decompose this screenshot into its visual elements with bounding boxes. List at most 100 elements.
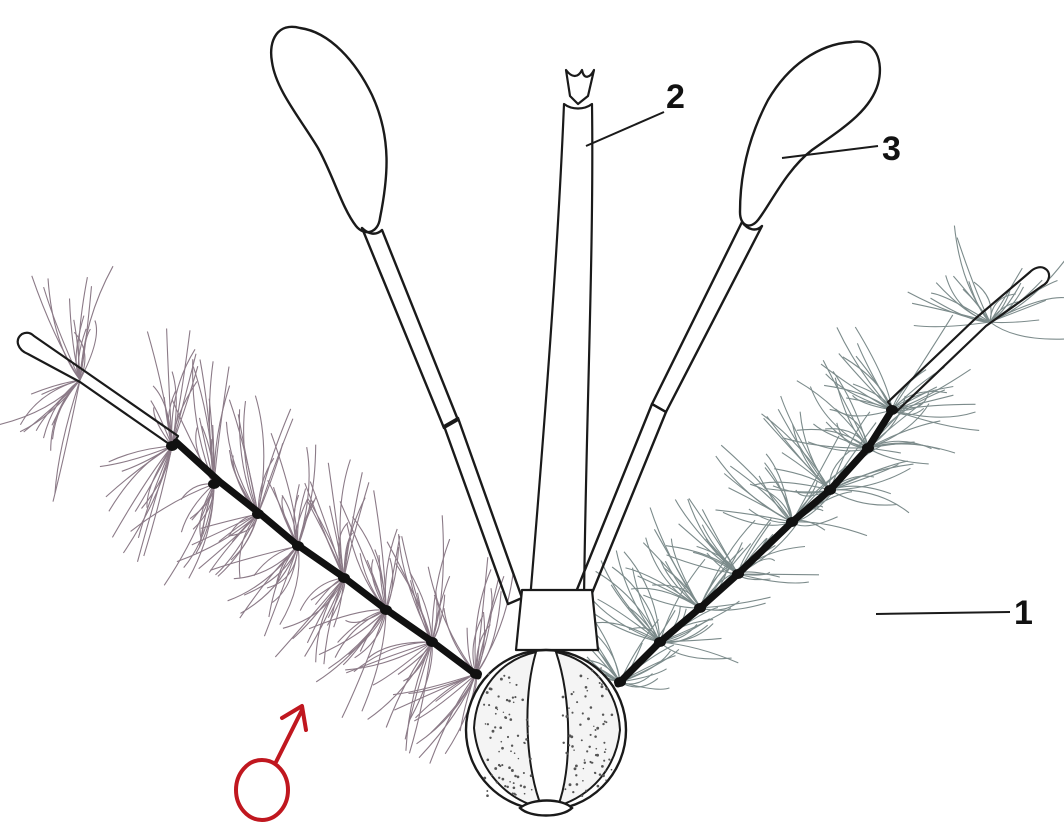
- antenna-node: [862, 443, 874, 453]
- eye-facet: [585, 686, 588, 689]
- eye-facet: [582, 712, 584, 714]
- antenna-node: [614, 677, 626, 687]
- eye-facet: [498, 751, 500, 753]
- antenna-node: [292, 541, 304, 551]
- eye-facet: [513, 702, 515, 704]
- eye-facet: [611, 714, 614, 717]
- eye-facet: [506, 786, 508, 788]
- eye-facet: [508, 766, 511, 769]
- eye-facet: [504, 716, 507, 719]
- eye-facet: [597, 676, 599, 678]
- eye-facet: [507, 736, 509, 738]
- head-neck: [520, 801, 572, 816]
- label-2: 2: [666, 78, 685, 116]
- eye-facet: [601, 695, 604, 698]
- eye-facet: [569, 783, 572, 786]
- eye-facet: [582, 780, 584, 782]
- eye-facet: [489, 737, 491, 739]
- eye-facet: [514, 696, 516, 698]
- eye-facet: [508, 714, 510, 716]
- eye-facet: [602, 723, 604, 725]
- eye-facet: [501, 764, 503, 766]
- eye-facet: [500, 741, 502, 743]
- eye-facet: [501, 747, 504, 750]
- eye-facet: [508, 700, 511, 703]
- antenna-node: [786, 517, 798, 527]
- eye-facet: [595, 729, 597, 731]
- eye-facet: [587, 678, 588, 679]
- eye-facet: [601, 683, 603, 685]
- eye-facet: [568, 734, 571, 737]
- eye-facet: [513, 793, 515, 795]
- eye-facet: [483, 777, 486, 780]
- eye-facet: [483, 704, 485, 706]
- eye-facet: [572, 791, 574, 793]
- eye-facet: [581, 739, 583, 741]
- eye-facet: [486, 794, 489, 797]
- eye-facet: [594, 735, 597, 738]
- eye-facet: [498, 777, 500, 779]
- eye-facet: [502, 778, 505, 781]
- eye-facet: [571, 693, 573, 695]
- eye-facet: [596, 754, 599, 757]
- antenna-node: [732, 569, 744, 579]
- eye-facet: [611, 769, 613, 771]
- eye-facet: [521, 699, 524, 702]
- eye-facet: [562, 714, 564, 716]
- eye-facet: [520, 784, 522, 786]
- eye-facet: [585, 790, 587, 792]
- antenna-node: [166, 441, 178, 451]
- eye-facet: [603, 760, 605, 762]
- eye-facet: [576, 783, 579, 786]
- eye-facet: [589, 761, 591, 763]
- eye-facet: [523, 786, 526, 789]
- eye-facet: [495, 713, 497, 715]
- eye-facet: [608, 758, 610, 760]
- eye-facet: [511, 769, 514, 772]
- eye-facet: [605, 779, 607, 781]
- antenna-node: [824, 485, 836, 495]
- eye-facet: [593, 726, 594, 727]
- eye-facet: [503, 675, 505, 677]
- eye-facet: [590, 706, 593, 709]
- antenna-node: [252, 509, 264, 519]
- eye-facet: [523, 772, 525, 774]
- eye-facet: [581, 795, 583, 797]
- eye-facet: [600, 685, 603, 688]
- eye-facet: [511, 744, 513, 746]
- label-3: 3: [882, 130, 901, 168]
- antenna-node: [208, 479, 220, 489]
- eye-facet: [564, 788, 566, 790]
- eye-facet: [488, 704, 490, 706]
- eye-facet: [503, 712, 504, 713]
- eye-facet: [485, 723, 487, 725]
- antenna-node: [338, 573, 350, 583]
- antenna-node: [380, 605, 392, 615]
- eye-facet: [590, 734, 592, 736]
- eye-facet: [523, 742, 525, 744]
- antenna-node: [654, 637, 666, 647]
- proboscis-base: [516, 590, 598, 650]
- eye-facet: [597, 785, 600, 788]
- eye-facet: [527, 725, 529, 727]
- eye-facet: [527, 733, 529, 735]
- eye-facet: [487, 759, 490, 762]
- eye-facet: [588, 746, 590, 748]
- eye-facet: [596, 727, 599, 730]
- eye-facet: [602, 713, 604, 715]
- eye-facet: [576, 701, 578, 703]
- eye-facet: [586, 750, 588, 752]
- eye-facet: [504, 785, 506, 787]
- antenna-node: [886, 405, 898, 415]
- eye-facet: [518, 758, 519, 759]
- eye-facet: [599, 682, 601, 684]
- antenna-node: [694, 603, 706, 613]
- eye-facet: [603, 742, 605, 744]
- eye-facet: [587, 717, 590, 720]
- eye-facet: [514, 775, 517, 778]
- eye-facet: [565, 752, 567, 754]
- eye-facet: [575, 765, 578, 768]
- eye-facet: [517, 735, 519, 737]
- eye-facet: [565, 715, 568, 718]
